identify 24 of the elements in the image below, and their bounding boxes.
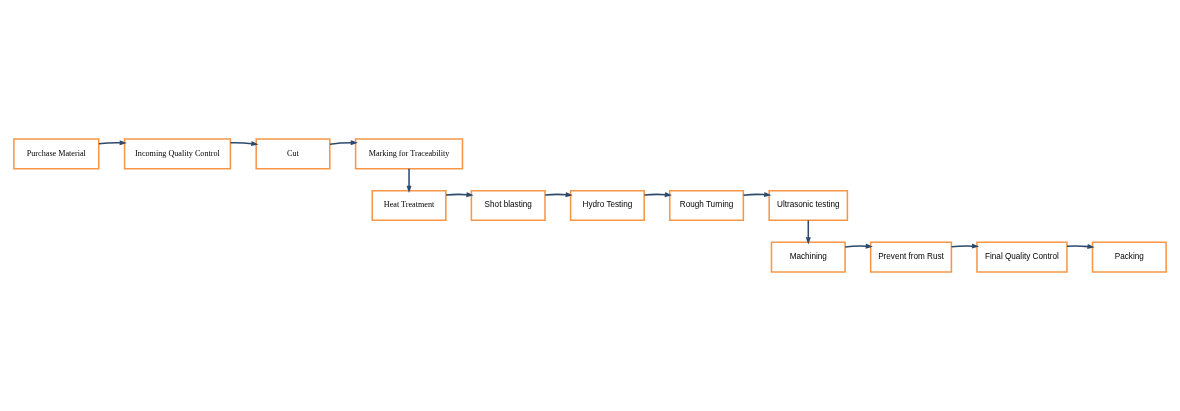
- arrow: [329, 140, 358, 146]
- node-box: Rough Turning: [669, 189, 745, 222]
- arrow: [643, 192, 672, 198]
- arrow: [950, 243, 980, 249]
- arrow: [544, 192, 573, 198]
- node-box: Shot blasting: [470, 189, 546, 222]
- arrow: [406, 168, 412, 193]
- arrow: [844, 243, 873, 249]
- node-box: Cut: [255, 138, 331, 170]
- node-box: Purchase Material: [13, 138, 100, 170]
- arrow: [445, 192, 474, 198]
- arrow: [229, 141, 259, 147]
- arrow: [742, 192, 772, 198]
- node-box: Hydro Testing: [569, 189, 645, 222]
- node-box: Marking for Traceability: [354, 138, 464, 170]
- node-box: Machining: [770, 241, 846, 273]
- node-box: Packing: [1091, 241, 1167, 273]
- arrow: [98, 140, 127, 146]
- node-box: Prevent from Rust: [869, 241, 953, 273]
- node-box: Incoming Quality Control: [123, 138, 232, 170]
- node-box: Ultrasonic testing: [768, 189, 849, 222]
- node-box: Final Quality Control: [976, 241, 1068, 273]
- node-box: Heat Treatment: [371, 189, 447, 222]
- arrow: [1066, 244, 1095, 250]
